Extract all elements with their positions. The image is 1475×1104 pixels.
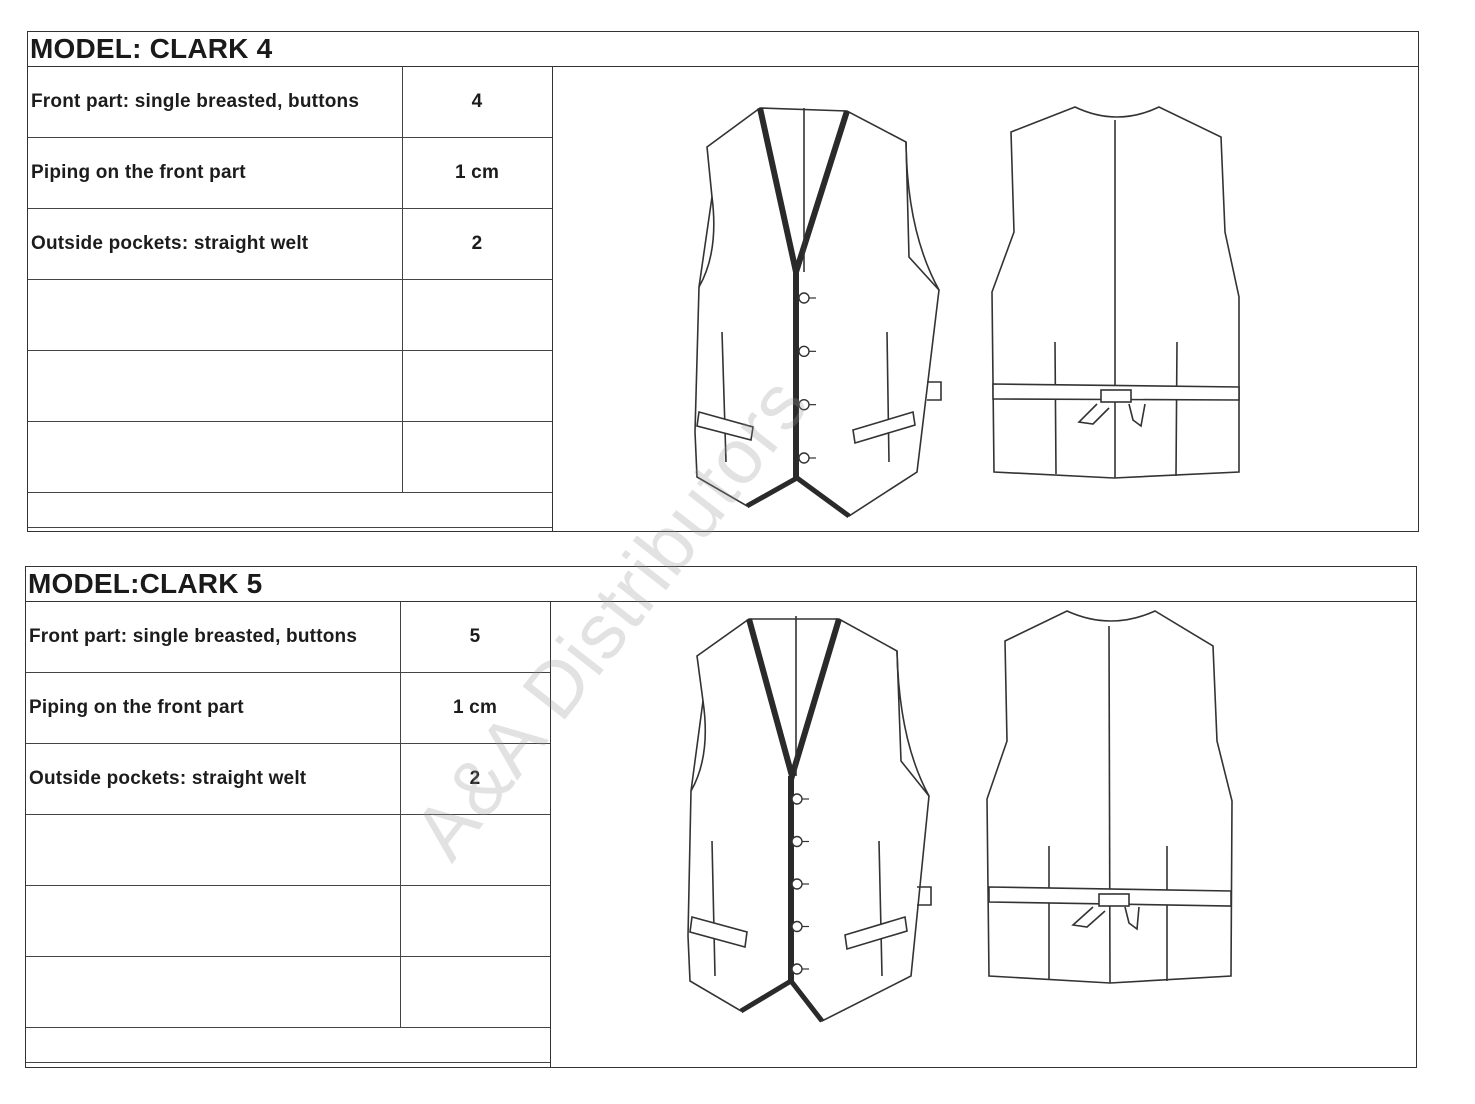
spec-row-empty (26, 956, 551, 1028)
vest-buttons (798, 292, 816, 464)
vest-back-drawing (991, 106, 1240, 479)
vest-button-icon (798, 292, 810, 304)
vest-button-icon (791, 878, 803, 890)
spec-label: Piping on the front part (28, 137, 403, 209)
vest-button-icon (798, 345, 810, 358)
vest-back-drawing (986, 610, 1233, 984)
spec-row: Piping on the front part 1 cm (28, 137, 553, 209)
model-title: MODEL:CLARK 5 (26, 567, 1416, 602)
model-card-clark-4: MODEL: CLARK 4 Front part: single breast… (27, 31, 1419, 532)
model-title: MODEL: CLARK 4 (28, 32, 1418, 67)
spec-row: Outside pockets: straight welt 2 (28, 208, 553, 280)
vest-button-icon (791, 793, 803, 805)
spec-label: Outside pockets: straight welt (26, 743, 401, 815)
spec-row-empty (28, 350, 553, 422)
vest-button-icon (791, 835, 803, 848)
spec-row-empty (26, 814, 551, 886)
spec-value: 2 (399, 743, 551, 815)
drawing-pane (550, 602, 1416, 1067)
spec-label: Piping on the front part (26, 672, 401, 744)
spec-row-empty (28, 421, 553, 493)
vest-button-icon (791, 963, 803, 975)
spec-value: 1 cm (399, 672, 551, 744)
vest-button-icon (791, 920, 803, 933)
spec-row: Piping on the front part 1 cm (26, 672, 551, 744)
vest-front-drawing (687, 616, 932, 1023)
model-card-clark-5: MODEL:CLARK 5 Front part: single breaste… (25, 566, 1417, 1068)
spec-value: 2 (401, 208, 553, 280)
spec-row-empty (26, 1027, 550, 1063)
spec-row-empty (28, 492, 552, 528)
vest-drawings (687, 610, 1233, 1023)
vest-button-icon (798, 398, 810, 411)
spec-row: Front part: single breasted, buttons 4 (28, 67, 553, 138)
spec-label: Front part: single breasted, buttons (28, 67, 403, 138)
spec-value: 1 cm (401, 137, 553, 209)
vest-buttons (791, 793, 809, 975)
spec-table: Front part: single breasted, buttons 4 P… (28, 67, 553, 528)
vest-front-drawing (694, 107, 942, 519)
spec-value: 5 (399, 602, 551, 673)
spec-label: Front part: single breasted, buttons (26, 602, 401, 673)
drawing-pane (552, 67, 1418, 531)
spec-value: 4 (401, 67, 553, 138)
vest-button-icon (798, 452, 810, 464)
spec-row: Front part: single breasted, buttons 5 (26, 602, 551, 673)
spec-table: Front part: single breasted, buttons 5 P… (26, 602, 551, 1063)
spec-row-empty (28, 279, 553, 351)
vest-drawings (694, 106, 1240, 519)
spec-row-empty (26, 885, 551, 957)
spec-label: Outside pockets: straight welt (28, 208, 403, 280)
spec-row: Outside pockets: straight welt 2 (26, 743, 551, 815)
